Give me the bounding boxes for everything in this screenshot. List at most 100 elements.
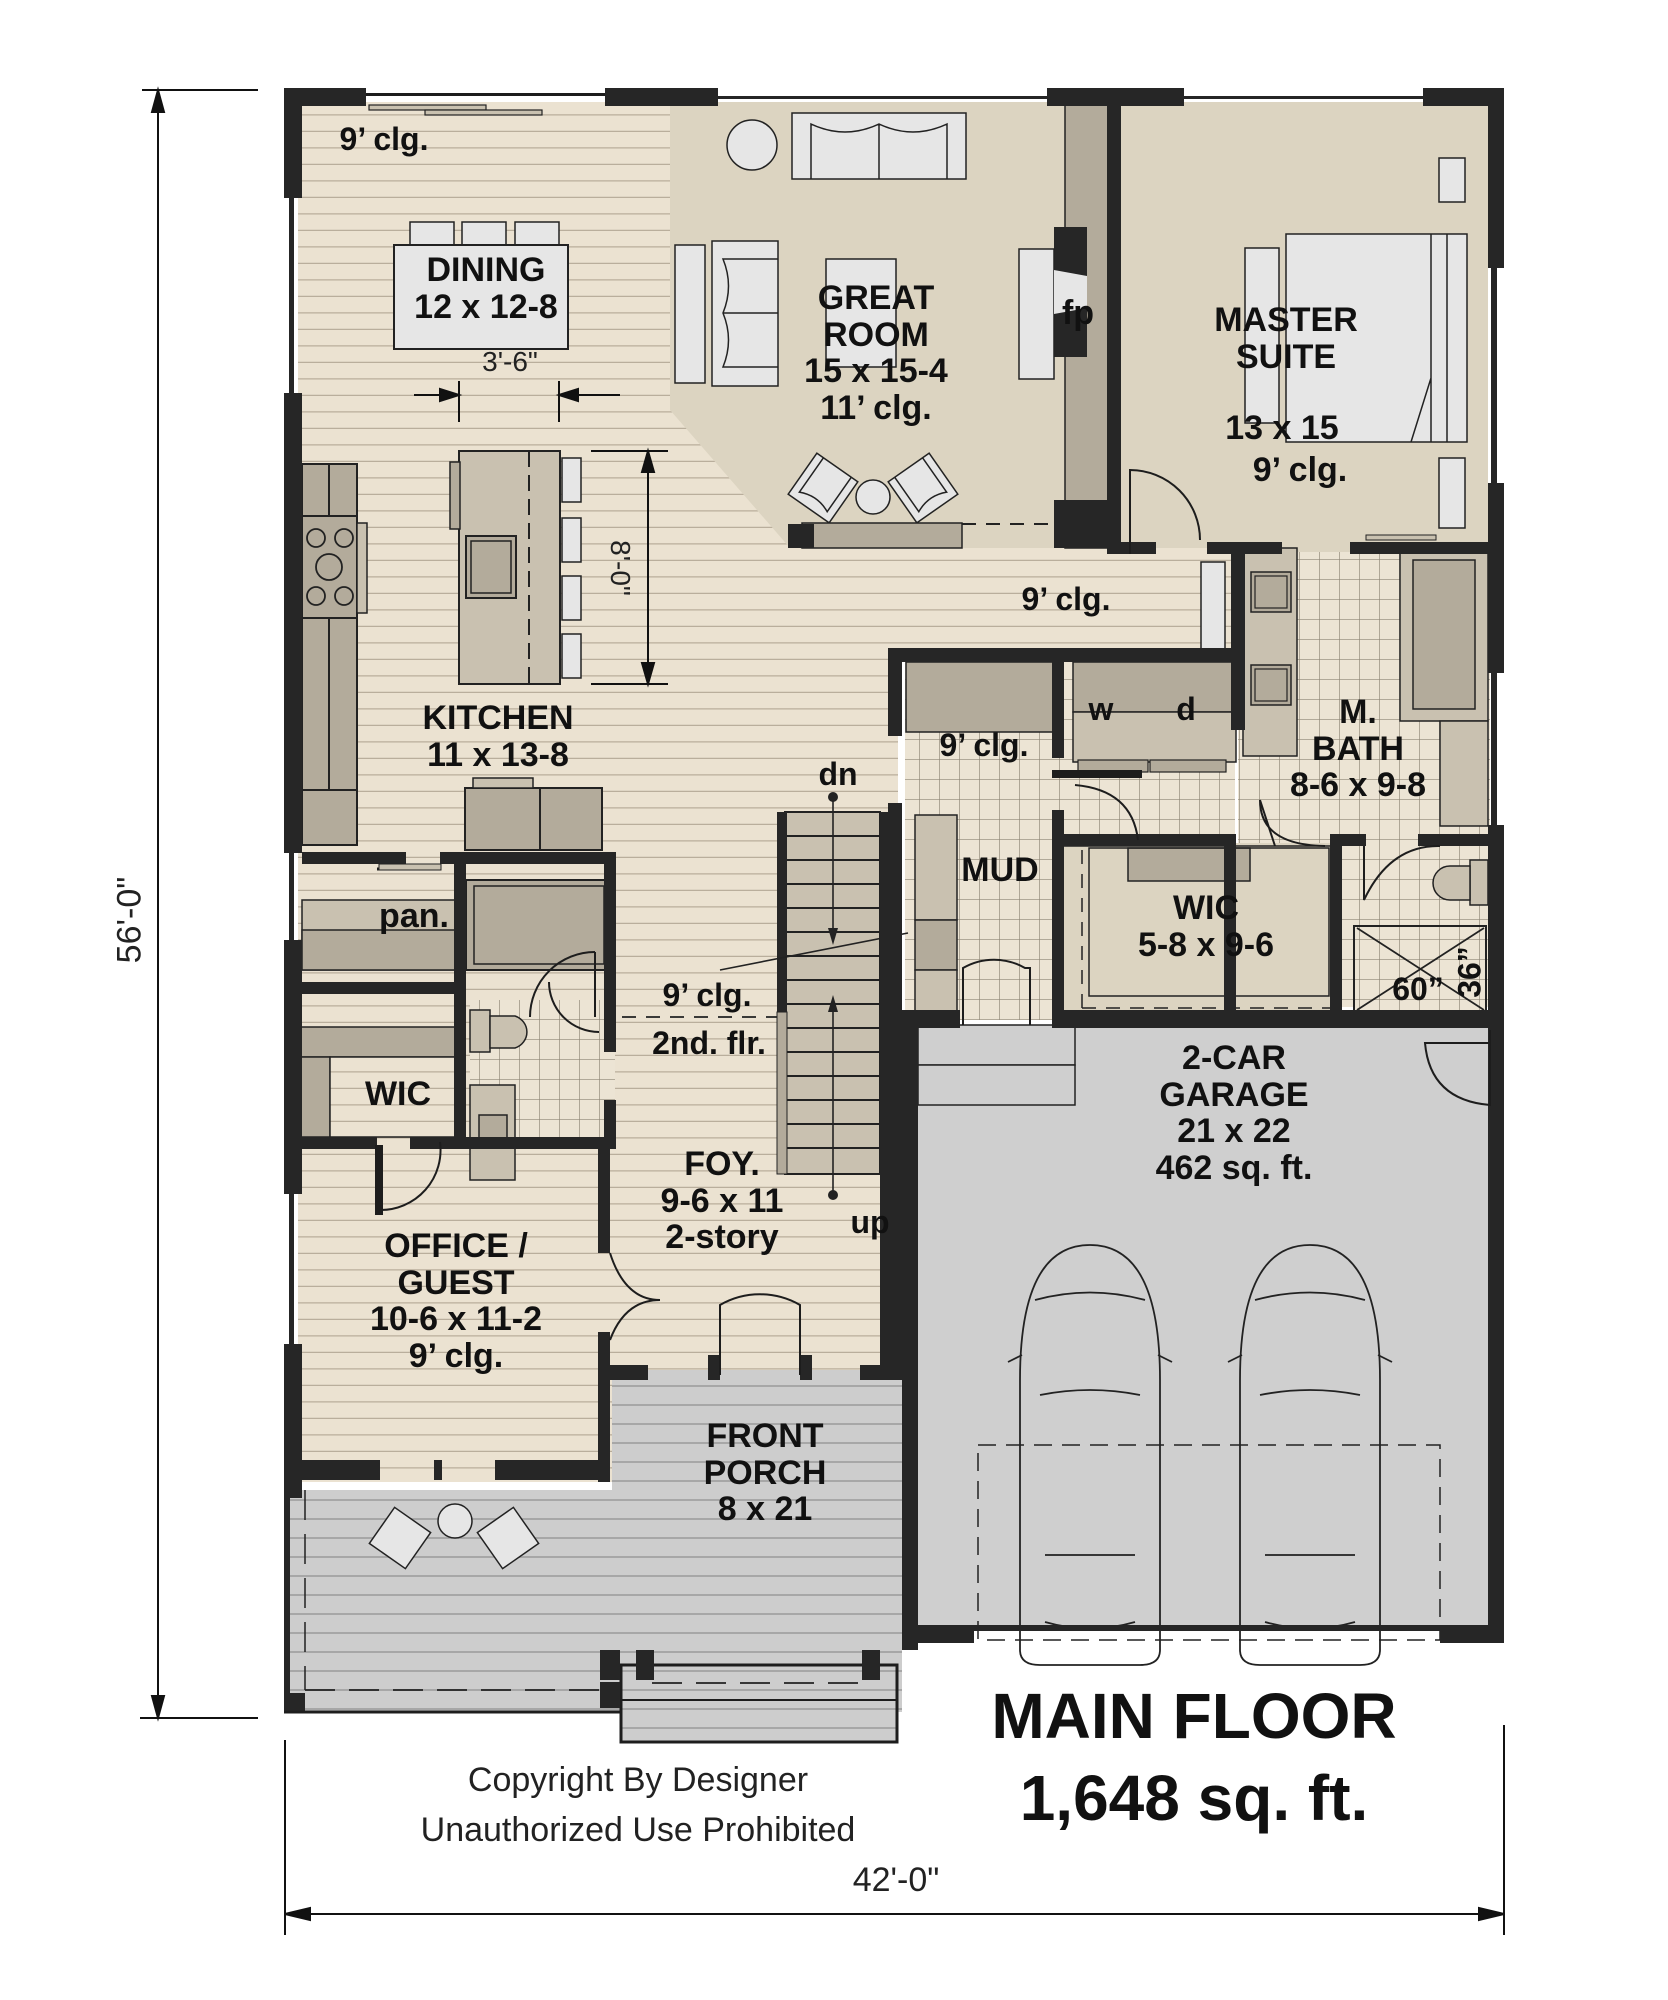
porch-name-1: FRONT — [706, 1417, 824, 1455]
master-suite-ceiling: 9’ clg. — [1252, 451, 1348, 489]
master-bath-name-2: BATH — [1312, 729, 1404, 768]
refrigerator — [464, 787, 541, 851]
bathtub — [1412, 559, 1476, 710]
dining-chair — [461, 221, 507, 248]
door-swings — [377, 468, 1491, 1375]
coffee-table — [825, 258, 897, 368]
kitchen-label: KITCHEN 11 x 13-8 — [422, 700, 573, 773]
porch-side-table — [437, 1503, 473, 1539]
garage-area: 462 sq. ft. — [1155, 1149, 1313, 1188]
powder-toilet — [469, 1009, 491, 1053]
master-suite-name-1: MASTER — [1214, 301, 1358, 339]
great-room-name-2: ROOM — [823, 315, 929, 354]
garage-name-1: 2-CAR — [1182, 1039, 1286, 1077]
master-suite-size: 13 x 15 — [1225, 409, 1339, 447]
copyright-line-1: Copyright By Designer — [467, 1761, 809, 1799]
side-table — [726, 119, 778, 171]
dimension-lines — [140, 86, 1505, 1935]
wic-shelf — [299, 1026, 461, 1058]
office-size: 10-6 x 11-2 — [369, 1300, 543, 1339]
dining-chair — [409, 221, 455, 248]
garage-door-outline — [977, 1444, 1441, 1641]
foyer-height: 2-story — [665, 1218, 779, 1257]
bath-linen — [1439, 720, 1489, 827]
media-cabinet — [801, 522, 963, 549]
dining-label: DINING 12 x 12-8 — [414, 252, 558, 325]
master-suite-label: MASTER SUITE — [1214, 302, 1358, 375]
laundry-upper-cabinet — [905, 661, 1062, 733]
office-name-2: GUEST — [397, 1263, 515, 1302]
shower-width-label: 60” — [1392, 971, 1444, 1007]
garage-name-2: GARAGE — [1159, 1075, 1309, 1114]
foyer-label: FOY. 9-6 x 11 2-story — [661, 1146, 784, 1256]
bath-sink — [1250, 571, 1292, 613]
office-label: OFFICE / GUEST 10-6 x 11-2 9’ clg. — [370, 1228, 542, 1375]
foyer-name: FOY. — [684, 1145, 760, 1183]
bar-stool — [561, 633, 582, 679]
foyer-size: 9-6 x 11 — [660, 1181, 784, 1220]
garage-step — [917, 1024, 1076, 1066]
armchair-right — [887, 452, 959, 524]
bed — [1285, 233, 1468, 443]
laundry-ceiling-label: 9’ clg. — [939, 727, 1029, 763]
office-floor — [298, 1150, 610, 1480]
porch-label: FRONT PORCH 8 x 21 — [704, 1418, 827, 1528]
kitchen-size: 11 x 13-8 — [427, 735, 569, 774]
bath-sink — [1250, 664, 1292, 706]
porch-name-2: PORCH — [703, 1453, 827, 1492]
dining-ceiling-label: 9’ clg. — [339, 121, 429, 157]
overall-width-dim: 42'-0" — [852, 1861, 940, 1899]
wic-label: WIC — [364, 1075, 432, 1113]
bar-stool — [561, 517, 582, 563]
island-clearance-dim: 3'-6" — [482, 346, 538, 377]
porch-armchair-left — [368, 1506, 432, 1570]
dining-table — [393, 244, 569, 350]
master-bath-label: M. BATH 8-6 x 9-8 — [1290, 694, 1426, 804]
dining-size: 12 x 12-8 — [414, 287, 558, 326]
master-bath-name-1: M. — [1339, 693, 1377, 731]
garage-label: 2-CAR GARAGE 21 x 22 462 sq. ft. — [1156, 1040, 1313, 1187]
stair-hall-ceiling: 9’ clg. — [662, 977, 752, 1013]
console-table — [674, 244, 706, 384]
second-floor-note: 2nd. flr. — [652, 1025, 766, 1061]
fireplace-hearth — [1018, 248, 1055, 380]
great-room-name-1: GREAT — [817, 279, 935, 317]
stair-up-label: up — [850, 1204, 890, 1240]
office-ceiling: 9’ clg. — [408, 1337, 504, 1376]
master-toilet-tank — [1469, 859, 1489, 906]
porch-size: 8 x 21 — [717, 1490, 813, 1529]
kitchen-counter-corner — [301, 789, 358, 846]
dining-name: DINING — [426, 251, 546, 289]
master-wic-size: 5-8 x 9-6 — [1137, 925, 1275, 964]
washer-label: w — [1088, 691, 1114, 727]
master-wic-name: WIC — [1172, 889, 1240, 927]
pantry-label: pan. — [379, 897, 449, 935]
garage-size: 21 x 22 — [1177, 1112, 1291, 1151]
dryer-label: d — [1176, 691, 1196, 727]
copyright-line-2: Unauthorized Use Prohibited — [420, 1811, 856, 1849]
kitchen-name: KITCHEN — [422, 699, 574, 737]
master-suite-name-2: SUITE — [1235, 337, 1337, 376]
overall-depth-dim: 56'-0" — [110, 876, 149, 964]
stair — [719, 792, 909, 1200]
car-left — [1007, 1244, 1173, 1666]
hall-floor — [790, 548, 1238, 648]
great-room-label: GREAT ROOM 15 x 15-4 11’ clg. — [804, 280, 948, 427]
porch-steps — [619, 1663, 899, 1744]
nightstand — [1438, 157, 1466, 203]
plan-title: MAIN FLOOR — [991, 1680, 1397, 1752]
hall-ceiling-label: 9’ clg. — [1021, 581, 1111, 617]
master-wic-label: WIC 5-8 x 9-6 — [1138, 890, 1274, 963]
garage-floor — [918, 1025, 1490, 1625]
porch-armchair-right — [476, 1506, 540, 1570]
shower-depth-label: 36” — [1451, 946, 1488, 998]
kitchen-range — [301, 515, 358, 619]
plan-total-area: 1,648 sq. ft. — [1019, 1762, 1369, 1834]
stair-down-label: dn — [818, 756, 858, 792]
bar-stool — [561, 575, 582, 621]
washer-dryer-base — [1072, 711, 1237, 763]
master-bath-size: 8-6 x 9-8 — [1289, 766, 1427, 805]
walls — [284, 88, 1504, 1713]
island-sink — [465, 535, 517, 599]
